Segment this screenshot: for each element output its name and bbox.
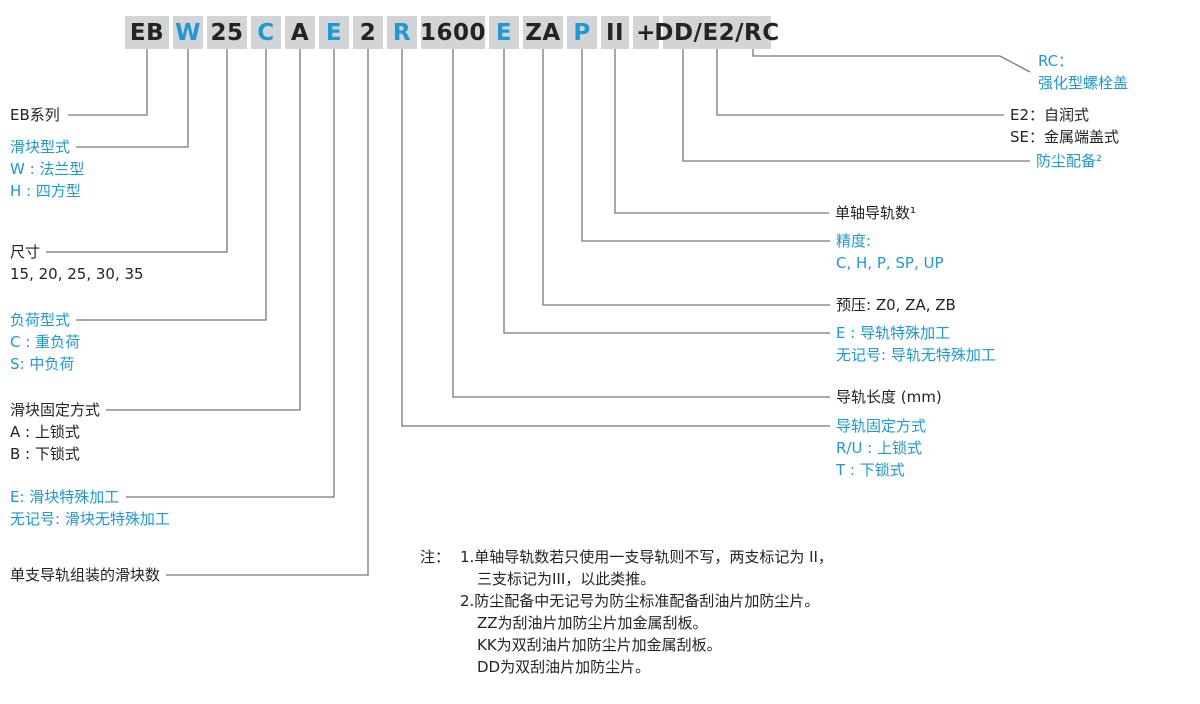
connector-series	[68, 49, 148, 116]
code-segment-rail-special: E	[489, 16, 519, 49]
label-series: EB系列	[10, 106, 60, 124]
footnote-2-line-2: ZZ为刮油片加防尘片加金属刮板。	[477, 614, 708, 632]
connector-rail-fixing	[401, 49, 830, 427]
footnote-2-line-3: KK为双刮油片加防尘片加金属刮板。	[477, 636, 722, 654]
connector-block-fixing	[106, 49, 301, 411]
label-size: 尺寸 15, 20, 25, 30, 35	[10, 243, 144, 283]
code-segment-series: EB	[125, 16, 169, 49]
connector-e2	[716, 49, 1004, 116]
label-preload: 预压: Z0, ZA, ZB	[836, 296, 956, 314]
connector-block-special	[126, 49, 335, 498]
footnote-1-line-2: 三支标记为III，以此类推。	[477, 570, 656, 588]
code-segment-load: C	[251, 16, 281, 49]
connector-preload	[542, 49, 830, 306]
footnote-2-line-1: 2.防尘配备中无记号为防尘标准配备刮油片加防尘片。	[460, 592, 820, 610]
code-segment-size: 25	[207, 16, 247, 49]
label-dust: 防尘配备²	[1036, 152, 1103, 170]
label-block-fixing: 滑块固定方式 A : 上锁式 B : 下锁式	[10, 401, 101, 463]
part-number-row: EB W 25 C A E 2 R 1600 E ZA P II + DD/E2…	[125, 16, 779, 49]
label-load: 负荷型式 C : 重负荷 S: 中负荷	[10, 311, 81, 373]
label-block-type: 滑块型式 W : 法兰型 H : 四方型	[10, 138, 85, 200]
connector-size	[46, 49, 228, 253]
code-segment-block-count: 2	[353, 16, 383, 49]
footnote-prefix: 注：	[420, 548, 451, 566]
code-segment-options: DD/E2/RC	[654, 16, 779, 49]
connector-dust	[682, 49, 1030, 162]
code-segment-block-type: W	[173, 16, 203, 49]
code-segment-block-fixing: A	[285, 16, 315, 49]
code-segment-rail-count: II	[601, 16, 629, 49]
label-block-special: E: 滑块特殊加工 无记号: 滑块无特殊加工	[10, 488, 170, 528]
connector-rail-count	[614, 49, 829, 214]
code-segment-rail-fixing: R	[387, 16, 417, 49]
connector-load	[76, 49, 267, 321]
connector-precision	[581, 49, 830, 242]
label-block-count: 单支导轨组装的滑块数	[10, 566, 161, 584]
label-rail-length: 导轨长度 (mm)	[836, 388, 942, 406]
connector-block-type	[76, 49, 189, 148]
label-rc: RC： 强化型螺栓盖	[1038, 52, 1129, 92]
label-e2-se: E2：自润式 SE：金属端盖式	[1010, 106, 1119, 146]
connector-rail-length	[452, 49, 830, 398]
footnote-1-line-1: 注： 1.单轴导轨数若只使用一支导轨则不写，两支标记为 II，	[420, 548, 833, 566]
label-rail-fixing: 导轨固定方式 R/U : 上锁式 T : 下锁式	[836, 417, 927, 479]
code-segment-plus: +	[633, 16, 659, 49]
footnote-2-line-4: DD为双刮油片加防尘片。	[477, 658, 651, 676]
connector-block-count	[166, 49, 369, 576]
code-segment-rail-length: 1600	[420, 16, 486, 49]
label-rail-special: E : 导轨特殊加工 无记号: 导轨无特殊加工	[836, 324, 996, 364]
label-rail-count: 单轴导轨数¹	[835, 204, 917, 222]
connector-rc	[752, 49, 1031, 73]
footnotes: 注： 1.单轴导轨数若只使用一支导轨则不写，两支标记为 II， 三支标记为III…	[420, 546, 833, 678]
code-segment-block-special: E	[319, 16, 349, 49]
label-precision: 精度: C, H, P, SP, UP	[836, 232, 944, 272]
code-segment-preload: ZA	[523, 16, 563, 49]
connector-rail-special	[503, 49, 830, 334]
code-segment-precision: P	[567, 16, 597, 49]
